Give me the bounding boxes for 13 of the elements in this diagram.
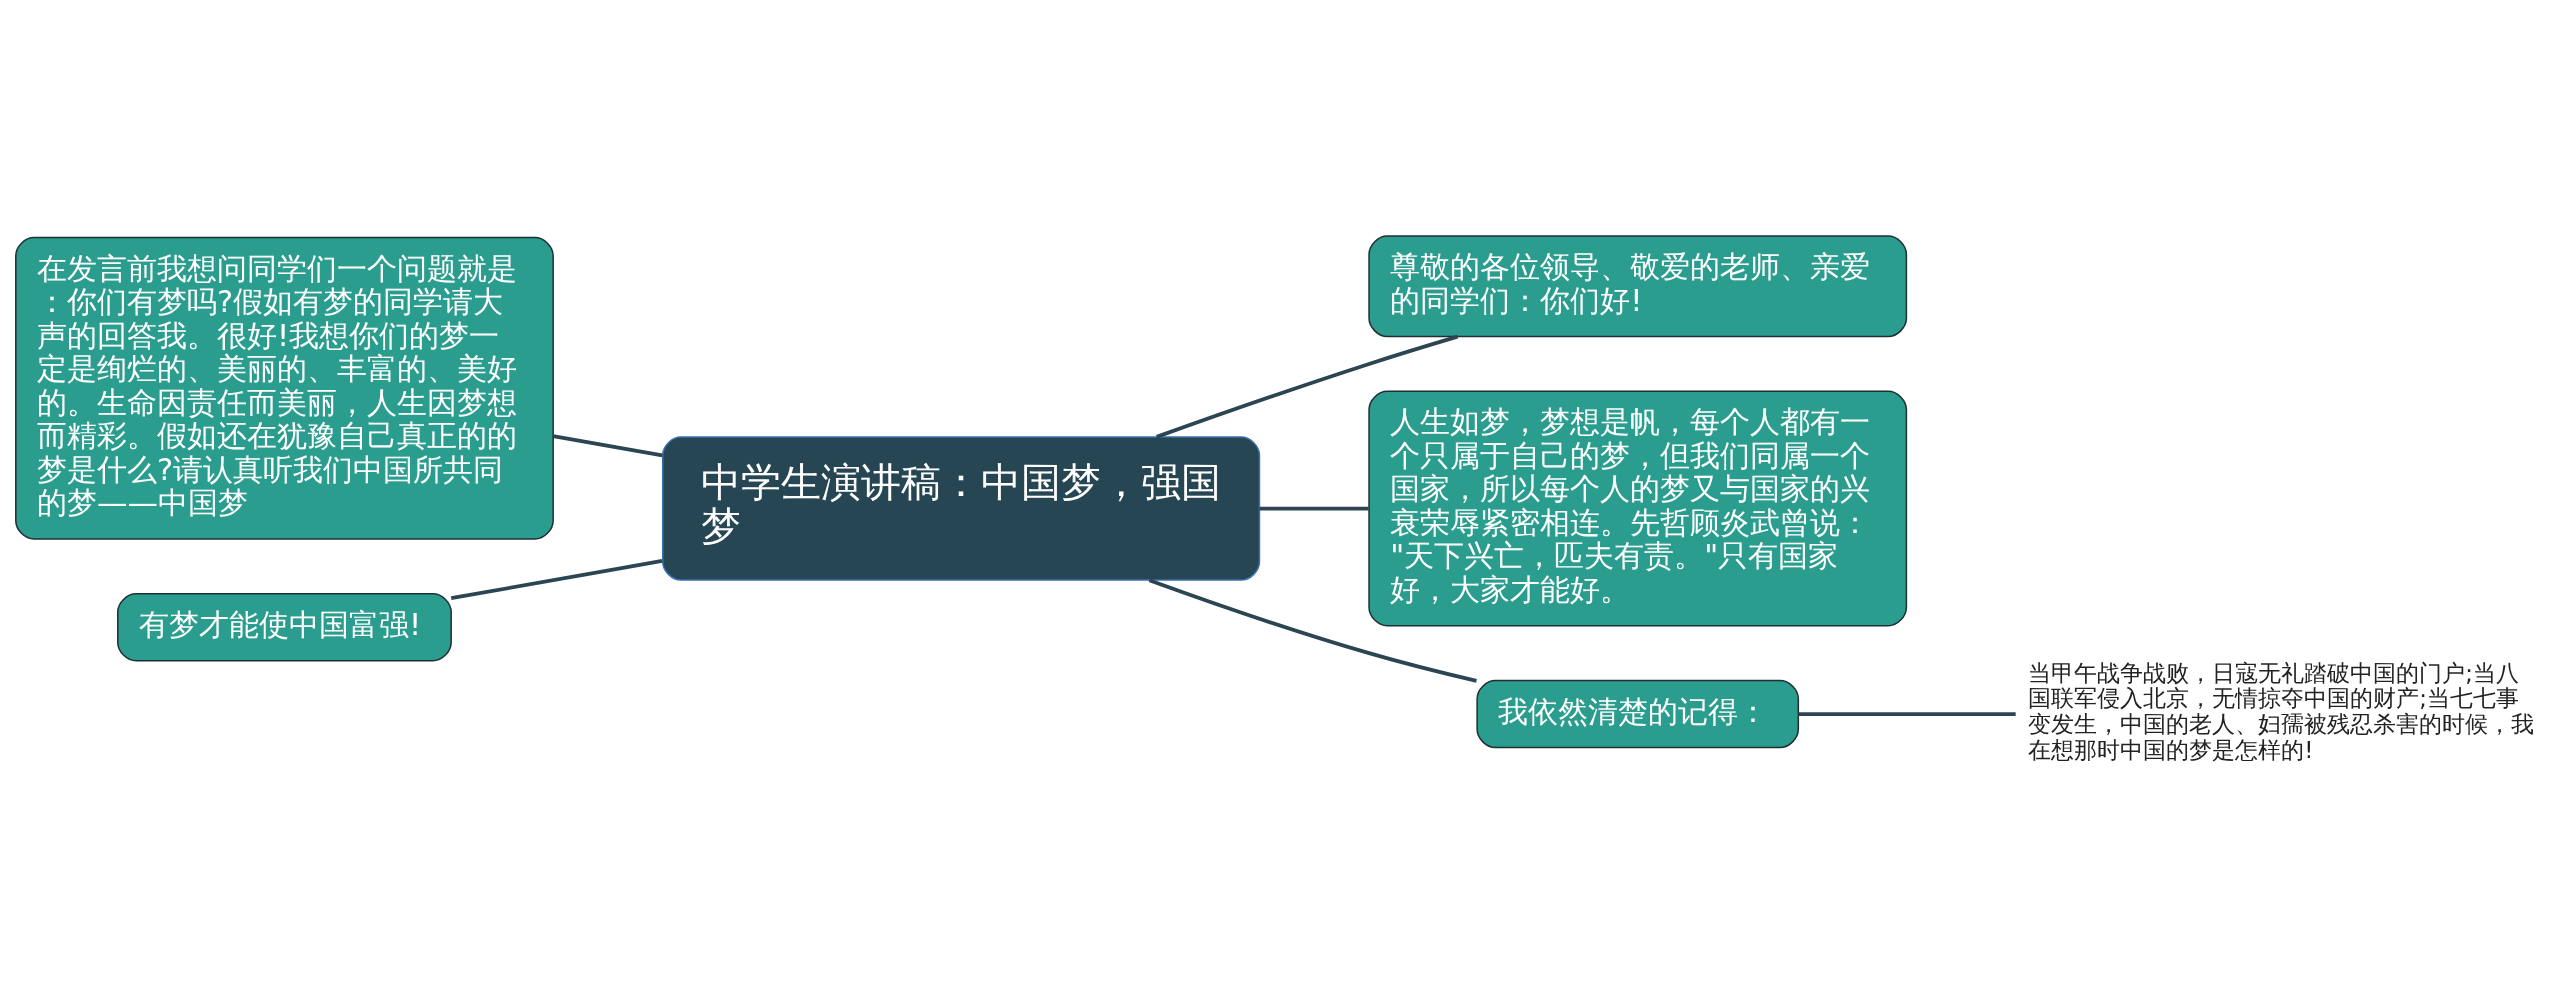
node-box: 在发言前我想问同学们一个问题就是：你们有梦吗?假如有梦的同学请大声的回答我。很好!我想你们的梦一定是绚烂的、美丽的、丰富的、美好的。生命因责任而美丽，人生因梦想而精彩。假如还在犹豫自己真正的的梦是什么?请认真听我们中国所共同的梦——中国梦	[15, 236, 554, 540]
node-box: 我依然清楚的记得：	[1476, 679, 1800, 748]
connector	[1148, 577, 1477, 683]
connector	[552, 433, 663, 457]
connector	[1259, 506, 1369, 510]
node-box: 人生如梦，梦想是帆，每个人都有一个只属于自己的梦，但我们同属一个国家，所以每个人的梦又与国家的兴衰荣辱紧密相连。先哲顾炎武曾说："天下兴亡，匹夫有责。"只有国家好，大家才能好。	[1368, 390, 1908, 627]
connector	[1156, 334, 1459, 439]
node-box: 中学生演讲稿：中国梦，强国梦	[662, 435, 1261, 581]
node-text: 当甲午战争战败，日寇无礼踏破中国的门户;当八国联军侵入北京，无情掠夺中国的财产;当七七事变发生，中国的老人、妇孺被残忍杀害的时候，我在想那时中国的梦是怎样的!	[2028, 659, 2535, 763]
node-box: 尊敬的各位领导、敬爱的老师、亲爱的同学们：你们好!	[1368, 234, 1908, 337]
connector	[1798, 711, 2016, 716]
node-box: 有梦才能使中国富强!	[117, 592, 452, 662]
connector	[450, 558, 663, 600]
